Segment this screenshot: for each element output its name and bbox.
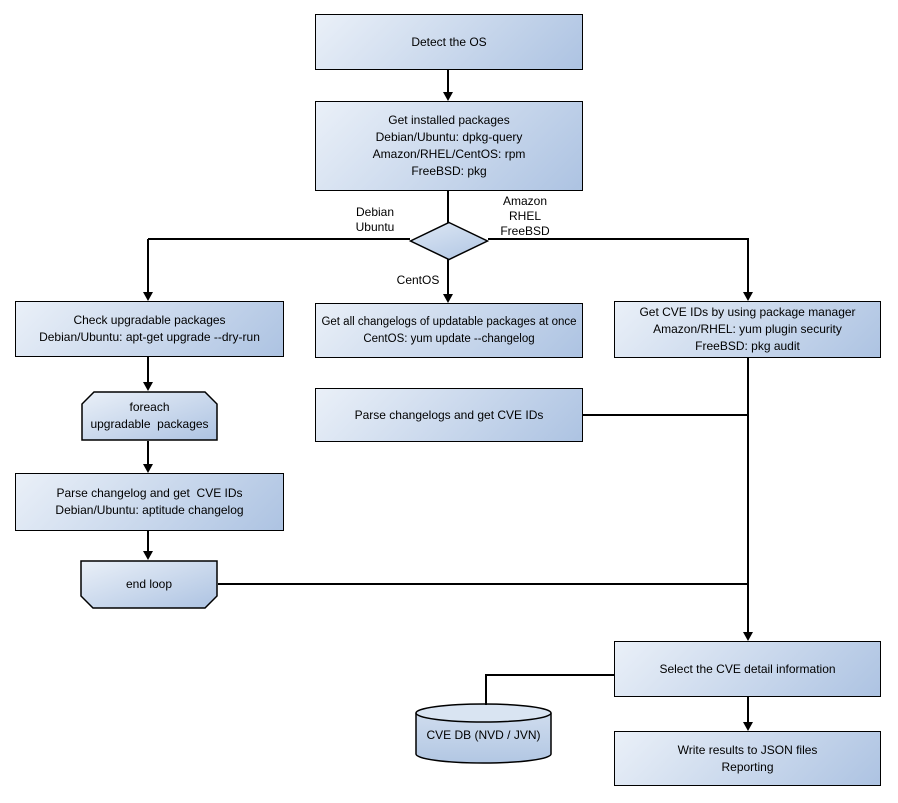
loop-start-shape: [81, 391, 218, 441]
edge-decision-right-h: [488, 238, 749, 240]
cve-db-cylinder: [415, 703, 552, 764]
edge-label-amazon-rhel-freebsd: Amazon RHEL FreeBSD: [500, 194, 550, 238]
node-detect-os: Detect the OS: [315, 14, 583, 70]
node-check-upgradable-packages: Check upgradable packages Debian/Ubuntu:…: [15, 301, 284, 357]
edge-endloop-to-merge: [218, 583, 749, 585]
arrowhead: [743, 292, 753, 301]
edge-select-to-write: [747, 697, 749, 722]
node-parse-changelog-debian: Parse changelog and get CVE IDs Debian/U…: [15, 473, 284, 531]
edge-installed-to-decision: [447, 191, 449, 223]
node-get-all-changelogs: Get all changelogs of updatable packages…: [315, 303, 583, 358]
node-get-installed-packages: Get installed packages Debian/Ubuntu: dp…: [315, 101, 583, 191]
arrowhead: [743, 632, 753, 641]
edge-merge-to-select: [747, 358, 749, 632]
edge-label-debian-ubuntu: Debian Ubuntu: [355, 205, 395, 234]
decision-diamond-os: [408, 221, 490, 261]
edge-check-to-foreach: [147, 357, 149, 383]
node-select-cve-detail: Select the CVE detail information: [614, 641, 881, 697]
edge-cvedb-h: [485, 674, 614, 676]
edge-decision-centos: [447, 259, 449, 295]
arrowhead: [143, 551, 153, 560]
arrowhead: [743, 722, 753, 731]
edge-parse-to-endloop: [147, 531, 149, 552]
edge-parsecentos-to-merge: [583, 414, 749, 416]
arrowhead: [143, 382, 153, 391]
arrowhead: [443, 92, 453, 101]
edge-label-centos: CentOS: [396, 273, 440, 287]
edge-decision-right-v: [747, 239, 749, 293]
edge-decision-left-v: [147, 239, 149, 293]
arrowhead: [143, 292, 153, 301]
edge-detect-to-installed: [447, 70, 449, 93]
loop-end-shape: [80, 560, 218, 609]
arrowhead: [143, 464, 153, 473]
edge-cvedb-v: [485, 675, 487, 705]
edge-decision-left-h: [148, 238, 410, 240]
node-parse-changelogs-centos: Parse changelogs and get CVE IDs: [315, 388, 583, 442]
node-write-results: Write results to JSON files Reporting: [614, 731, 881, 786]
node-get-cve-ids-pkg-manager: Get CVE IDs by using package manager Ama…: [614, 301, 881, 358]
arrowhead: [443, 294, 453, 303]
edge-foreach-to-parse: [147, 441, 149, 465]
